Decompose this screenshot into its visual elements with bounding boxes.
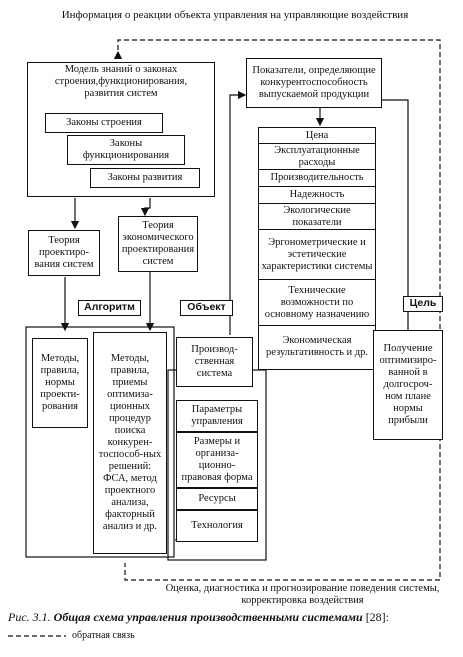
legend-label: обратная связь [72, 630, 135, 641]
dashed-line-icon [8, 634, 66, 637]
law-functioning: Законы функционирования [67, 135, 185, 165]
footer-text: Оценка, диагностика и прогнозирование по… [165, 583, 440, 606]
figure-caption: Рис. 3.1. Общая схема управления произво… [8, 610, 458, 625]
knowledge-model-title: Модель знаний о законах строения,функцио… [54, 64, 188, 99]
param-management: Параметры управления [176, 400, 258, 432]
indicator-economic: Экономическая результативность и др. [259, 326, 375, 368]
indicator-ecology: Экологические показатели [259, 204, 375, 230]
indicator-reliability: Надежность [259, 187, 375, 204]
param-size-form: Размеры и организа-ционно-правовая форма [176, 432, 258, 488]
law-development: Законы развития [90, 168, 200, 188]
param-resources: Ресурсы [176, 488, 258, 510]
law-structure: Законы строения [45, 113, 163, 133]
algorithm-tag: Алгоритм [78, 300, 141, 316]
indicator-operating-costs: Эксплуатационные расходы [259, 144, 375, 170]
caption-ref: [28]: [365, 610, 390, 624]
indicator-price: Цена [259, 128, 375, 144]
methods-right-box: Методы, правила, приемы оптимиза-ционных… [93, 332, 167, 554]
diagram-header: Информация о реакции объекта управления … [61, 9, 409, 21]
caption-prefix: Рис. 3.1. [8, 610, 51, 624]
production-system-box: Производ-ственная система [176, 337, 253, 387]
goal-tag: Цель [403, 296, 443, 312]
indicators-list: Цена Эксплуатационные расходы Производит… [258, 127, 376, 370]
theory-design-box: Теория проектиро-вания систем [28, 230, 100, 276]
object-tag: Объект [180, 300, 233, 316]
indicator-technical: Технические возможности по основному наз… [259, 280, 375, 326]
indicators-title-box: Показатели, определяющие конкурентоспосо… [246, 58, 382, 108]
goal-box: Получение оптимизиро-ванной в долгосроч-… [373, 330, 443, 440]
theory-econ-box: Теория экономического проектирования сис… [118, 216, 198, 272]
caption-title: Общая схема управления производственными… [53, 610, 363, 624]
legend: обратная связь [8, 630, 135, 641]
param-technology: Технология [176, 510, 258, 542]
methods-left-box: Методы, правила, нормы проекти-рования [32, 338, 88, 428]
indicator-productivity: Производительность [259, 170, 375, 187]
indicator-ergonomics: Эргонометрические и эстетические характе… [259, 230, 375, 280]
